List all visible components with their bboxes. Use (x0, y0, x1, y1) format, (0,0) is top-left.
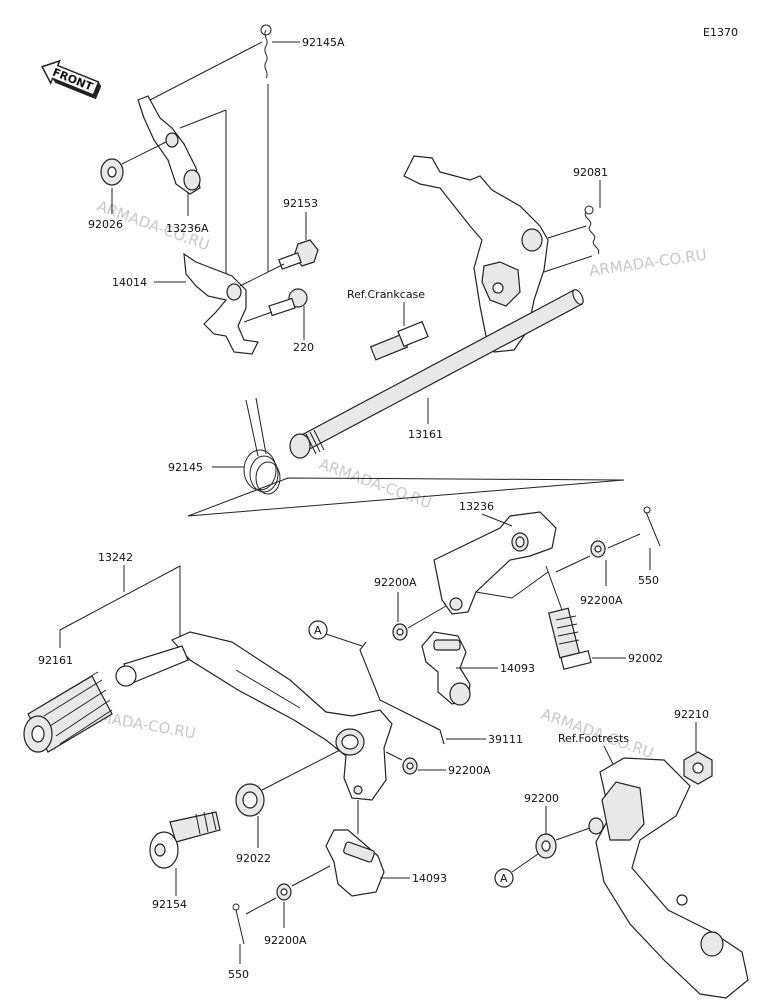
callout-a (308, 620, 328, 640)
rod-end-14093 (325, 829, 385, 897)
label-14093: 14093 (500, 662, 535, 675)
label-13236A: 13236A (166, 222, 209, 235)
spring-92145A (260, 24, 272, 79)
bolt-220 (268, 288, 308, 317)
bolt-92002 (548, 607, 592, 670)
callout-a-label: A (314, 624, 322, 637)
torsion-spring-92145 (243, 397, 281, 495)
label-39111: 39111 (488, 733, 523, 746)
label-92200A: 92200A (374, 576, 417, 589)
tie-rod-39111 (359, 641, 445, 745)
label-14014: 14014 (112, 276, 147, 289)
label-13161: 13161 (408, 428, 443, 441)
label-92210: 92210 (674, 708, 709, 721)
label-92153: 92153 (283, 197, 318, 210)
label-92200A: 92200A (448, 764, 491, 777)
ref-crankcase-label: Ref.Crankcase (347, 288, 425, 301)
label-13242: 13242 (98, 551, 133, 564)
label-13236: 13236 (459, 500, 494, 513)
arm-13236 (433, 511, 557, 615)
rubber-pedal-92161 (23, 671, 113, 753)
rod-end-14093 (421, 631, 471, 706)
label-14093: 14093 (412, 872, 447, 885)
bolt-92153 (278, 239, 319, 270)
nut-92210 (683, 751, 713, 785)
group-divider (187, 477, 625, 517)
pedal-peg (115, 645, 189, 687)
front-arrow-icon (41, 59, 102, 100)
label-220: 220 (293, 341, 314, 354)
label-92081: 92081 (573, 166, 608, 179)
label-92161: 92161 (38, 654, 73, 667)
shift-pedal-13242 (171, 631, 393, 801)
ref-footrests-label: Ref.Footrests (558, 732, 629, 745)
shaft-13161 (289, 289, 584, 459)
spring-92081 (584, 205, 600, 255)
footrest-bracket (588, 757, 749, 999)
diagram-code: E1370 (703, 26, 738, 39)
label-92022: 92022 (236, 852, 271, 865)
callout-a-label: A (500, 872, 508, 885)
callout-a (494, 868, 514, 888)
watermark: ARMADA-CO.RU (588, 246, 708, 280)
crankcase-stud (369, 320, 429, 361)
arm-13236A (137, 95, 201, 195)
label-92200A: 92200A (580, 594, 623, 607)
label-550: 550 (638, 574, 659, 587)
label-92145A: 92145A (302, 36, 345, 49)
bolt-92154 (149, 811, 221, 869)
label-92145: 92145 (168, 461, 203, 474)
plate-14014 (183, 252, 259, 355)
label-92026: 92026 (88, 218, 123, 231)
label-92200: 92200 (524, 792, 559, 805)
cotter-pin-550 (232, 903, 245, 945)
cotter-pin-550 (643, 506, 661, 547)
shift-fork (403, 155, 549, 353)
label-92200A: 92200A (264, 934, 307, 947)
label-550: 550 (228, 968, 249, 981)
label-92002: 92002 (628, 652, 663, 665)
label-92154: 92154 (152, 898, 187, 911)
